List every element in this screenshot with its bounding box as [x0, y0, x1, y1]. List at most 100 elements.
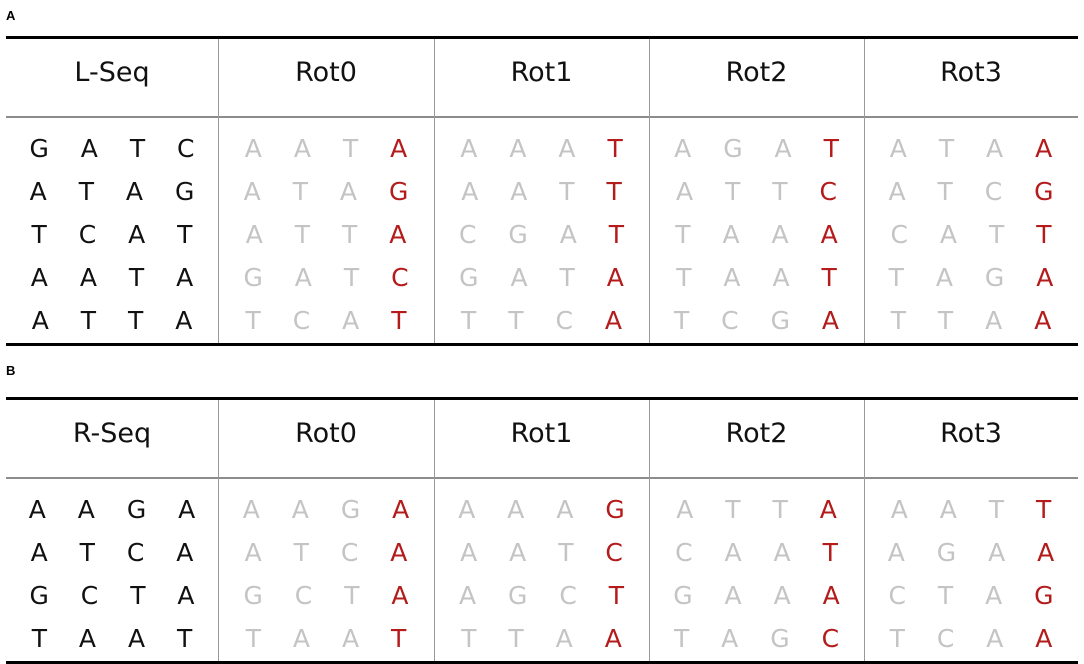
- rotation-cell: A T A A: [864, 127, 1078, 170]
- rotation-last-base: A: [1035, 624, 1065, 653]
- rotation-prefix: T T A: [890, 306, 1035, 335]
- rotation-cell: A G A A: [864, 531, 1078, 574]
- rotation-cell: A A A T: [434, 127, 649, 170]
- column-header: R-Seq: [72, 418, 152, 449]
- sequence-cell: G C T A: [29, 581, 207, 610]
- rotation-prefix: T T C: [461, 306, 605, 335]
- rotation-prefix: C G A: [458, 220, 609, 249]
- rotation-last-base: T: [821, 263, 849, 292]
- rotation-prefix: A G C: [458, 581, 609, 610]
- rotation-last-base: T: [608, 581, 637, 610]
- column-header: Rot1: [510, 57, 573, 88]
- rotation-prefix: T A A: [676, 263, 822, 292]
- rotation-last-base: A: [390, 538, 420, 567]
- rotation-cell: C T A G: [864, 574, 1078, 617]
- rotation-prefix: T C A: [245, 306, 392, 335]
- sequence-cell: T C A T: [31, 220, 205, 249]
- sequence-cell: A T A G: [29, 177, 207, 206]
- rotation-prefix: C A T: [890, 220, 1037, 249]
- rotation-cell: A G C T: [434, 574, 649, 617]
- rotation-last-base: A: [389, 220, 419, 249]
- rotation-prefix: A T A: [243, 177, 389, 206]
- rotation-last-base: A: [822, 581, 852, 610]
- rotation-cell: T T C A: [434, 299, 649, 342]
- top-rule: [6, 36, 1078, 39]
- sequence-cell: A A G A: [28, 495, 208, 524]
- column-divider: [649, 400, 650, 661]
- column-divider: [864, 39, 865, 343]
- rotation-cell: G A T A: [434, 256, 649, 299]
- rotation-last-base: C: [819, 177, 849, 206]
- rotation-last-base: G: [1034, 177, 1066, 206]
- column-header: Rot3: [940, 418, 1002, 449]
- rotation-cell: G A T C: [218, 256, 434, 299]
- rotation-prefix: G A T: [459, 263, 607, 292]
- rotation-prefix: A T T: [676, 495, 820, 524]
- rotation-last-base: T: [1036, 495, 1064, 524]
- rotation-prefix: A A T: [890, 495, 1037, 524]
- rotation-cell: G C T A: [218, 574, 434, 617]
- rotation-last-base: T: [608, 220, 637, 249]
- rotation-prefix: A A T: [461, 177, 607, 206]
- rotation-cell: A G A T: [649, 127, 864, 170]
- rotation-last-base: T: [822, 538, 850, 567]
- sequence-cell: A T C A: [30, 538, 206, 567]
- column-header: Rot0: [295, 57, 357, 88]
- rotation-last-base: A: [1036, 263, 1066, 292]
- rotation-prefix: G C T: [243, 581, 392, 610]
- rotation-last-base: G: [388, 177, 421, 206]
- header-rule: [6, 477, 1078, 479]
- rotation-last-base: A: [819, 495, 849, 524]
- rotation-prefix: T A G: [673, 624, 822, 653]
- sequence-cell: A T T A: [31, 306, 205, 335]
- rotation-prefix: A G A: [674, 134, 824, 163]
- rotation-prefix: T T A: [461, 624, 605, 653]
- rotation-prefix: A T A: [889, 134, 1036, 163]
- rotation-cell: A T T A: [649, 488, 864, 531]
- rotation-last-base: T: [607, 134, 635, 163]
- rotation-last-base: A: [390, 134, 420, 163]
- rotation-prefix: A T T: [676, 177, 820, 206]
- rotation-last-base: A: [391, 581, 421, 610]
- rotation-cell: T A A A: [649, 213, 864, 256]
- rotation-last-base: T: [391, 624, 419, 653]
- rotation-prefix: A A G: [242, 495, 393, 524]
- rotation-cell: T C G A: [649, 299, 864, 342]
- rotation-cell: T T A A: [864, 299, 1078, 342]
- column-header: L-Seq: [74, 57, 150, 88]
- rotation-prefix: G A T: [243, 263, 392, 292]
- bottom-rule: [6, 343, 1078, 346]
- rotation-last-base: A: [820, 220, 850, 249]
- rotation-last-base: A: [1035, 134, 1065, 163]
- rotation-prefix: A A T: [244, 134, 391, 163]
- rotation-cell: T C A T: [218, 299, 434, 342]
- rotation-cell: A A T A: [218, 127, 434, 170]
- rotation-prefix: C A A: [675, 538, 823, 567]
- rotation-cell: C A A T: [649, 531, 864, 574]
- column-divider: [864, 400, 865, 661]
- sequence-cell: T A A T: [31, 624, 205, 653]
- rotation-prefix: A G A: [887, 538, 1038, 567]
- rotation-prefix: T A A: [675, 220, 821, 249]
- rotation-cell: A T C A: [218, 531, 434, 574]
- rotation-cell: A T T C: [649, 170, 864, 213]
- rotation-prefix: A T C: [888, 177, 1035, 206]
- column-header: Rot1: [510, 418, 573, 449]
- rotation-prefix: A A A: [460, 134, 608, 163]
- rotation-last-base: T: [391, 306, 419, 335]
- sequence-cell: G A T C: [29, 134, 207, 163]
- rotation-prefix: T A G: [888, 263, 1037, 292]
- rotation-prefix: A T C: [244, 538, 391, 567]
- rotation-last-base: G: [605, 495, 637, 524]
- header-rule: [6, 116, 1078, 118]
- rotation-cell: T A G C: [649, 617, 864, 660]
- rotation-last-base: C: [821, 624, 852, 653]
- rotation-prefix: T A A: [245, 624, 392, 653]
- column-header: Rot3: [940, 57, 1002, 88]
- column-header: Rot0: [295, 418, 357, 449]
- column-header: Rot2: [725, 57, 788, 88]
- rotation-cell: G A A A: [649, 574, 864, 617]
- column-divider: [649, 39, 650, 343]
